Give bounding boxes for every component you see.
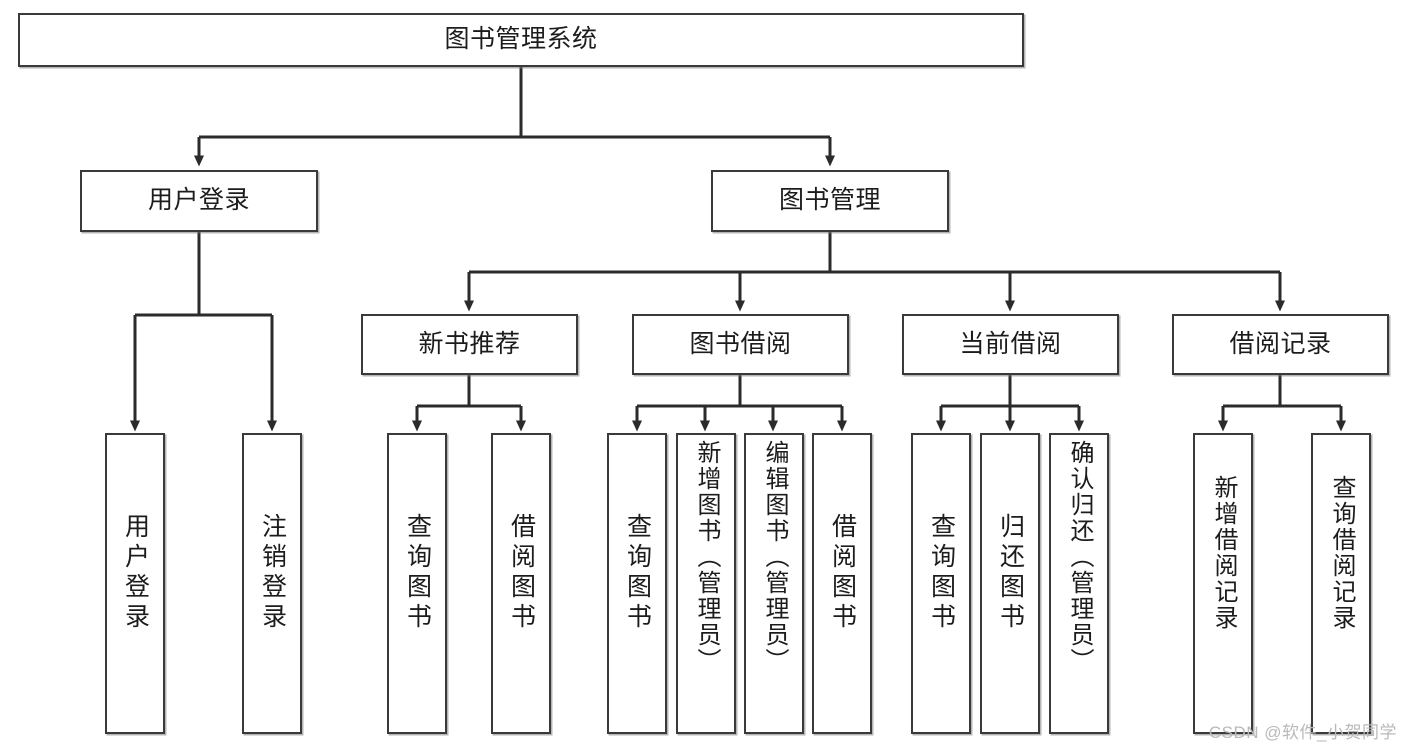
node-label: 新增图书（管理员） bbox=[693, 440, 720, 674]
leaf-borrow-record-query[interactable]: 查询借阅记录 bbox=[1311, 433, 1371, 734]
node-label: 用户登录 bbox=[121, 513, 150, 633]
node-user-login[interactable]: 用户登录 bbox=[80, 170, 318, 232]
node-new-book-recommend[interactable]: 新书推荐 bbox=[361, 314, 578, 375]
node-label: 编辑图书（管理员） bbox=[761, 440, 788, 674]
leaf-book-borrow-edit[interactable]: 编辑图书（管理员） bbox=[744, 433, 804, 734]
node-book-management[interactable]: 图书管理 bbox=[711, 170, 949, 232]
node-book-borrow[interactable]: 图书借阅 bbox=[632, 314, 849, 375]
node-label: 当前借阅 bbox=[959, 329, 1062, 358]
node-label: 查询图书 bbox=[403, 513, 432, 633]
node-label: 查询图书 bbox=[623, 513, 652, 633]
node-label: 用户登录 bbox=[147, 186, 250, 215]
watermark-text: CSDN @软件_小贺同学 bbox=[1208, 723, 1397, 742]
node-label: 新书推荐 bbox=[418, 329, 521, 358]
node-label: 查询图书 bbox=[927, 513, 956, 633]
leaf-current-borrow-return[interactable]: 归还图书 bbox=[980, 433, 1040, 734]
node-label: 借阅图书 bbox=[507, 513, 536, 633]
leaf-book-borrow-add[interactable]: 新增图书（管理员） bbox=[676, 433, 736, 734]
node-root-system[interactable]: 图书管理系统 bbox=[18, 13, 1024, 67]
node-label: 确认归还（管理员） bbox=[1066, 440, 1093, 674]
node-label: 查询借阅记录 bbox=[1328, 475, 1355, 631]
leaf-book-borrow-borrow[interactable]: 借阅图书 bbox=[812, 433, 872, 734]
node-label: 新增借阅记录 bbox=[1210, 475, 1237, 631]
leaf-new-book-borrow[interactable]: 借阅图书 bbox=[491, 433, 551, 734]
leaf-user-login-signin[interactable]: 用户登录 bbox=[105, 433, 165, 734]
leaf-current-borrow-confirm[interactable]: 确认归还（管理员） bbox=[1049, 433, 1109, 734]
leaf-borrow-record-add[interactable]: 新增借阅记录 bbox=[1193, 433, 1253, 734]
node-label: 注销登录 bbox=[258, 513, 287, 633]
node-label: 图书管理系统 bbox=[444, 25, 598, 54]
node-label: 借阅图书 bbox=[828, 513, 857, 633]
leaf-current-borrow-query[interactable]: 查询图书 bbox=[911, 433, 971, 734]
node-borrow-record[interactable]: 借阅记录 bbox=[1172, 314, 1389, 375]
node-label: 图书借阅 bbox=[689, 329, 792, 358]
leaf-book-borrow-query[interactable]: 查询图书 bbox=[607, 433, 667, 734]
node-current-borrow[interactable]: 当前借阅 bbox=[902, 314, 1119, 375]
node-label: 图书管理 bbox=[778, 186, 881, 215]
leaf-new-book-query[interactable]: 查询图书 bbox=[387, 433, 447, 734]
node-label: 归还图书 bbox=[996, 513, 1025, 633]
node-label: 借阅记录 bbox=[1229, 329, 1332, 358]
leaf-user-login-signout[interactable]: 注销登录 bbox=[242, 433, 302, 734]
